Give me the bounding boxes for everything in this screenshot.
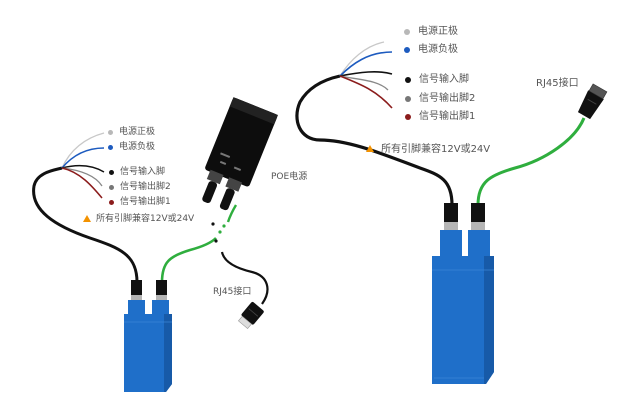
signal-in-dot [405,77,411,83]
break-dot [211,222,215,226]
left-wire-power-pos [61,132,105,169]
right-wire-power-pos [339,41,385,77]
signal-out1-dot [109,200,114,205]
left-black-cable [32,166,139,283]
left-label-power-neg: 电源负极 [119,142,156,152]
left-label-signal-in: 信号输入脚 [120,167,166,177]
break-dot [218,230,222,234]
left-wire-signal-out1 [61,167,103,199]
right-black-cable [295,74,454,206]
break-dot [214,239,218,243]
left-label-signal-out1: 信号输出脚1 [120,197,171,207]
left-wire-power-neg [61,147,105,169]
warning-icon [366,145,374,152]
signal-out2-dot [405,96,411,102]
right-wire-signal-out1 [339,75,393,109]
power-neg-dot [108,145,113,150]
poe-power-box [202,97,278,211]
right-sensor [432,230,494,384]
right-label-signal-in: 信号输入脚 [419,74,469,85]
left-label-power-pos: 电源正极 [119,127,156,137]
right-wire-signal-in [339,71,393,77]
power-neg-dot [404,47,410,53]
left-green-cable [160,237,217,283]
right-label-power-pos: 电源正极 [418,26,458,37]
left-rj45-label: RJ45接口 [213,287,252,297]
power-pos-dot [404,29,410,35]
left-wire-signal-in [61,164,105,173]
left-sensor [124,300,172,392]
signal-out2-dot [109,185,114,190]
right-wire-power-neg [339,51,393,77]
right-wire-signal-out2 [339,75,389,91]
signal-in-dot [109,170,114,175]
break-dot [222,224,226,228]
right-rj45-plug [577,83,608,120]
left-label-signal-out2: 信号输出脚2 [120,182,171,192]
left-rj45-cable [220,251,269,305]
warning-icon [83,215,91,222]
right-green-cable [476,117,586,206]
right-label-signal-out1: 信号输出脚1 [419,111,476,122]
poe-power-label: POE电源 [271,172,308,182]
power-pos-dot [108,130,113,135]
right-rj45-label: RJ45接口 [536,78,579,89]
left-voltage-note: 所有引脚兼容12V或24V [96,214,195,224]
right-label-power-neg: 电源负极 [418,44,458,55]
signal-out1-dot [405,114,411,120]
left-rj45-plug [237,302,264,330]
right-label-signal-out2: 信号输出脚2 [419,93,476,104]
right-voltage-note: 所有引脚兼容12V或24V [381,144,491,155]
